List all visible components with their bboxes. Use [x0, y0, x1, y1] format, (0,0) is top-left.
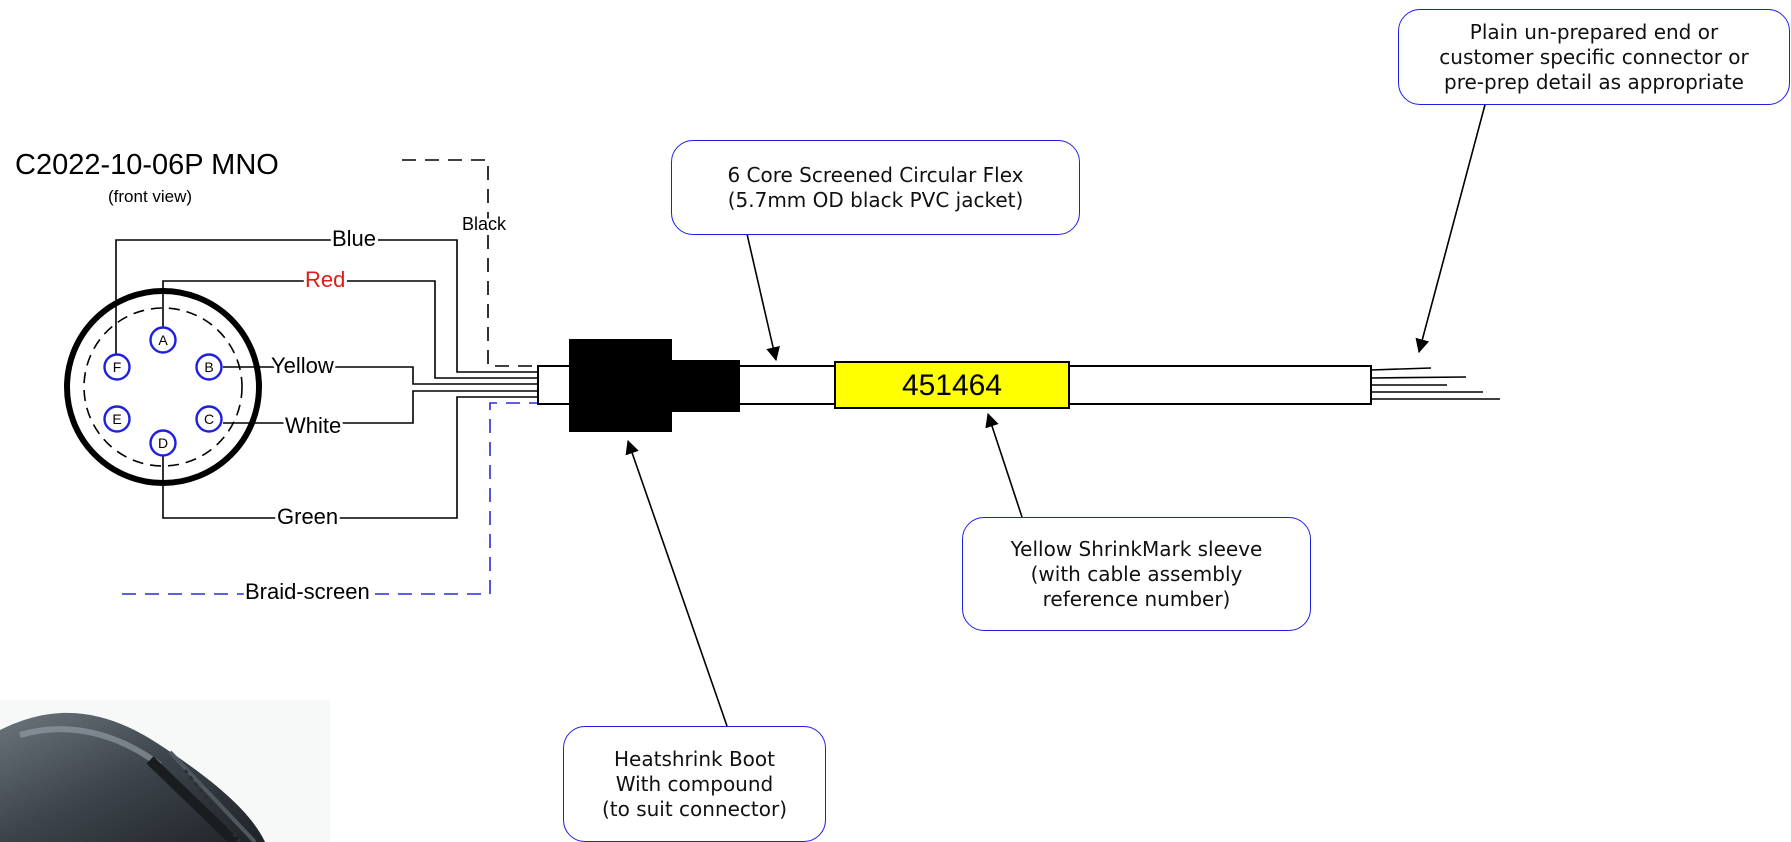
callout-sleeve-line-1: Yellow ShrinkMark sleeve: [1010, 536, 1263, 561]
connector-part-number: C2022-10-06P MNO: [15, 149, 279, 181]
connector-photo: [0, 700, 330, 842]
pin-circle: [149, 429, 177, 457]
callout-boot-line-3: (to suit connector): [601, 796, 788, 821]
cable-inner-tube: [537, 365, 573, 405]
leader-arrows: [625, 100, 1487, 727]
callout-cable-spec: 6 Core Screened Circular Flex (5.7mm OD …: [671, 140, 1080, 235]
cable-end-wires: [1370, 367, 1500, 400]
label-braid-screen: Braid-screen: [245, 579, 370, 604]
pin-circle: [195, 405, 223, 433]
pin-circle: [195, 353, 223, 381]
label-blue: Blue: [332, 226, 376, 251]
pin-a: A: [149, 326, 177, 354]
wire-black-drain: [402, 159, 538, 367]
callout-end-line-2: customer specific connector or: [1439, 44, 1749, 69]
connector-view-label: (front view): [108, 187, 192, 206]
pin-label: B: [204, 359, 213, 375]
pin-label: C: [204, 411, 214, 427]
label-white: White: [285, 413, 341, 438]
arrow-sleeve: [985, 412, 1023, 518]
pin-f: F: [103, 353, 131, 381]
heatshrink-boot: [569, 339, 740, 432]
callout-cable-line-2: (5.7mm OD black PVC jacket): [727, 187, 1024, 212]
pin-label: D: [158, 435, 168, 451]
label-yellow: Yellow: [271, 353, 334, 378]
pin-b: B: [195, 353, 223, 381]
callout-shrinkmark-sleeve: Yellow ShrinkMark sleeve (with cable ass…: [962, 517, 1311, 631]
sleeve-reference-number: 451464: [902, 369, 1002, 402]
callout-sleeve-line-2: (with cable assembly: [1030, 561, 1243, 586]
arrow-cable: [746, 233, 780, 362]
callout-cable-line-1: 6 Core Screened Circular Flex: [727, 162, 1024, 187]
arrow-end: [1415, 100, 1487, 354]
label-red: Red: [305, 267, 345, 292]
wire-blue: [115, 239, 538, 373]
wire-white: [223, 390, 538, 424]
callout-plain-end: Plain un-prepared end or customer specif…: [1398, 9, 1790, 105]
callout-heatshrink-boot: Heatshrink Boot With compound (to suit c…: [563, 726, 826, 842]
callout-end-line-1: Plain un-prepared end or: [1469, 19, 1719, 44]
wire-green: [162, 396, 538, 519]
callout-boot-line-2: With compound: [615, 771, 774, 796]
callout-boot-line-1: Heatshrink Boot: [614, 746, 775, 771]
pin-d: D: [149, 429, 177, 457]
pin-label: F: [113, 359, 122, 375]
callout-end-line-3: pre-prep detail as appropriate: [1444, 69, 1744, 94]
braid-screen-line: [122, 402, 538, 595]
pin-circle: [103, 353, 131, 381]
shrinkmark-sleeve: 451464: [834, 361, 1070, 409]
pin-label: E: [112, 411, 121, 427]
wire-red: [162, 280, 538, 379]
pin-label: A: [158, 332, 168, 348]
label-black: Black: [462, 214, 507, 234]
wire-yellow: [223, 366, 538, 385]
pin-circle: [149, 326, 177, 354]
arrow-boot: [625, 439, 728, 727]
label-green: Green: [277, 504, 338, 529]
pin-c: C: [195, 405, 223, 433]
callout-sleeve-line-3: reference number): [1042, 586, 1231, 611]
wire-lines: [115, 239, 538, 519]
pin-e: E: [103, 405, 131, 433]
pin-circle: [103, 405, 131, 433]
pins: A B C D E F: [103, 326, 223, 457]
